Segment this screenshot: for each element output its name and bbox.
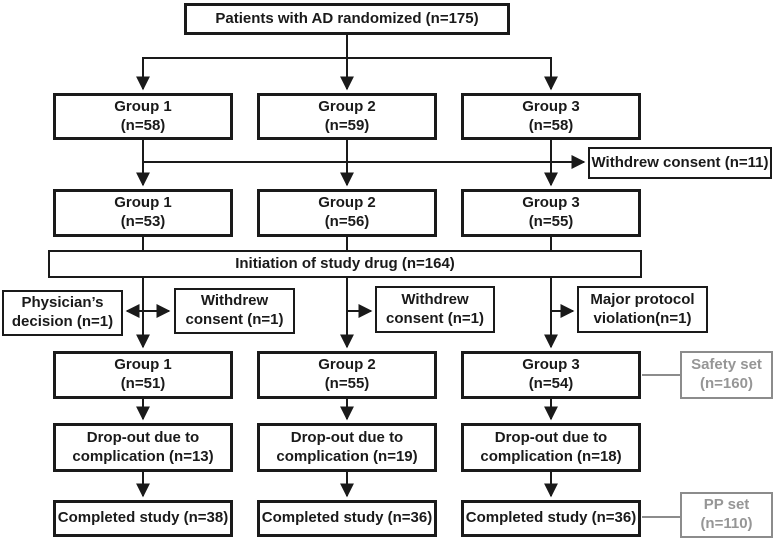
node-group1-completed: Completed study (n=38): [53, 500, 233, 537]
node-group1-allocated: Group 1 (n=58): [53, 93, 233, 140]
node-pp-set: PP set (n=110): [680, 492, 773, 538]
node-group3-completed: Completed study (n=36): [461, 500, 641, 537]
node-major-protocol-violation: Major protocol violation(n=1): [577, 286, 708, 333]
node-group3-treated: Group 3 (n=54): [461, 351, 641, 399]
node-withdrew-consent-group1: Withdrew consent (n=1): [174, 288, 295, 334]
to-initiation-lines: [142, 237, 552, 251]
node-patients-randomized: Patients with AD randomized (n=175): [184, 3, 510, 35]
node-withdrew-consent-n11: Withdrew consent (n=11): [588, 147, 772, 179]
node-withdrew-consent-group2: Withdrew consent (n=1): [375, 286, 495, 333]
completion-arrows: [136, 472, 558, 498]
node-group2-post-withdrawal: Group 2 (n=56): [257, 189, 437, 237]
withdrawal-arrows: [136, 140, 586, 187]
node-group2-dropout: Drop-out due to complication (n=19): [257, 423, 437, 472]
node-group3-post-withdrawal: Group 3 (n=55): [461, 189, 641, 237]
node-initiation-study-drug: Initiation of study drug (n=164): [48, 250, 642, 278]
node-physicians-decision: Physician’s decision (n=1): [2, 290, 123, 336]
node-group3-allocated: Group 3 (n=58): [461, 93, 641, 140]
node-group1-treated: Group 1 (n=51): [53, 351, 233, 399]
node-group1-post-withdrawal: Group 1 (n=53): [53, 189, 233, 237]
randomization-branch-arrows: [136, 34, 558, 91]
node-safety-set: Safety set (n=160): [680, 351, 773, 399]
node-group1-dropout: Drop-out due to complication (n=13): [53, 423, 233, 472]
node-group2-treated: Group 2 (n=55): [257, 351, 437, 399]
analysis-set-connectors: [642, 374, 681, 518]
node-group2-allocated: Group 2 (n=59): [257, 93, 437, 140]
node-group3-dropout: Drop-out due to complication (n=18): [461, 423, 641, 472]
dropout-arrows: [136, 399, 558, 421]
node-group2-completed: Completed study (n=36): [257, 500, 437, 537]
